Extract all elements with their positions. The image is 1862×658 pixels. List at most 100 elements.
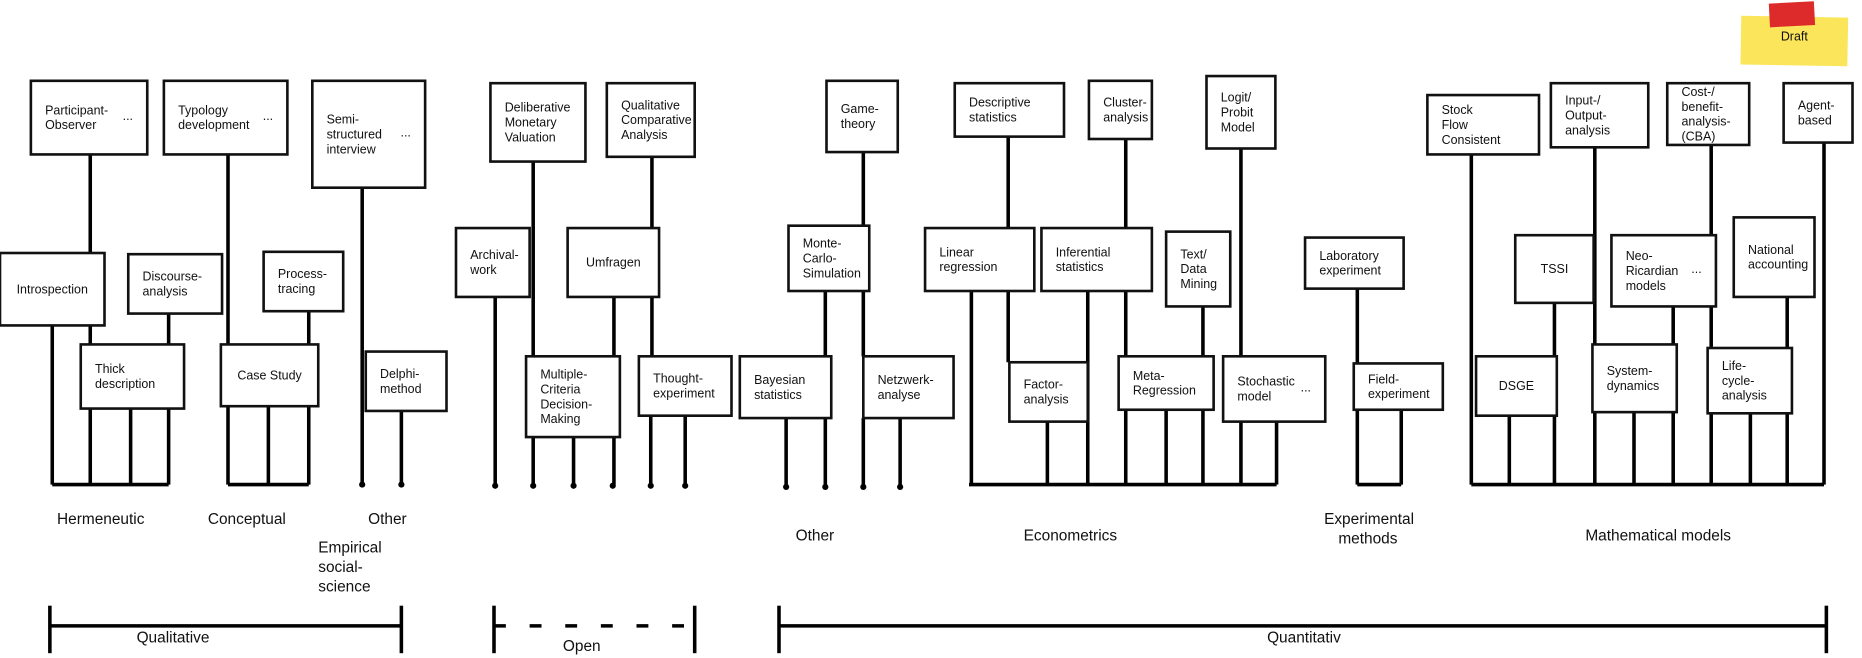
method-node-sysdyn[interactable]: System-dynamics: [1591, 343, 1679, 414]
method-box: [953, 81, 1066, 138]
method-box: [1426, 93, 1541, 156]
method-node-thought[interactable]: Thought-experiment: [637, 355, 733, 417]
ellipsis-icon[interactable]: ...: [1301, 380, 1311, 394]
method-box: [454, 226, 531, 299]
ellipsis-icon[interactable]: ...: [263, 109, 273, 123]
ellipsis-icon[interactable]: ...: [1691, 262, 1701, 276]
connector-dot: [359, 481, 366, 488]
method-node-umfragen[interactable]: Umfragen: [566, 226, 661, 299]
method-box: [29, 79, 149, 156]
method-box: [605, 81, 696, 159]
method-node-dsge[interactable]: DSGE: [1474, 355, 1559, 417]
ellipsis-icon[interactable]: ...: [400, 126, 410, 140]
connector-dot: [897, 483, 904, 491]
method-box: [0, 251, 106, 327]
method-box: [1732, 216, 1816, 299]
method-node-lifecycle[interactable]: Life-cycle-analysis: [1706, 346, 1794, 415]
method-node-tssi[interactable]: TSSI: [1513, 233, 1595, 305]
method-label: Thought-experiment: [653, 372, 715, 401]
method-label: Process-tracing: [278, 267, 327, 296]
draft-label: Draft: [1781, 29, 1809, 43]
method-label: Discourse-analysis: [143, 270, 203, 299]
ellipsis-icon[interactable]: ...: [123, 109, 133, 123]
connector-dot: [822, 483, 829, 491]
method-node-cba[interactable]: Cost-/benefit-analysis-(CBA): [1665, 81, 1751, 147]
group-label-conceptual: Conceptual: [208, 511, 286, 528]
method-label: Cost-/benefit-analysis-(CBA): [1682, 85, 1731, 144]
method-node-delphi[interactable]: Delphi-method: [364, 350, 448, 413]
span-open: Open: [492, 605, 697, 655]
method-box: [1303, 236, 1405, 290]
method-box: [1782, 81, 1854, 144]
method-node-field[interactable]: Field-experiment: [1352, 362, 1445, 412]
connector-dot: [398, 481, 405, 488]
method-label: System-dynamics: [1607, 364, 1660, 393]
method-box: [1040, 226, 1154, 293]
method-node-io[interactable]: Input-/Output-analysis: [1549, 81, 1650, 149]
method-box: [1610, 233, 1718, 308]
method-label: Introspection: [17, 282, 88, 296]
connector-dot: [682, 482, 689, 489]
method-box: [1474, 355, 1559, 417]
method-node-introspection[interactable]: Introspection: [0, 251, 106, 327]
method-node-factor[interactable]: Factor-analysis: [1008, 360, 1090, 423]
method-node-netzwerk[interactable]: Netzwerk-analyse: [862, 355, 955, 420]
method-label: Cluster-analysis: [1103, 96, 1148, 125]
method-label: Umfragen: [586, 256, 641, 270]
method-node-archival[interactable]: Archival-work: [454, 226, 531, 299]
draft-sticky-note[interactable]: Draft: [1740, 1, 1849, 67]
method-node-game[interactable]: Game-theory: [825, 79, 900, 154]
method-node-participant[interactable]: Participant-Observer...: [29, 79, 149, 156]
method-box: [862, 355, 955, 420]
method-node-agent[interactable]: Agent-based: [1782, 81, 1854, 144]
method-node-discourse[interactable]: Discourse-analysis: [126, 252, 224, 315]
method-label: Monte-Carlo-Simulation: [803, 237, 861, 281]
connector-dot: [530, 482, 537, 489]
method-node-process[interactable]: Process-tracing: [262, 250, 345, 313]
group-label-mathematical: Mathematical models: [1585, 527, 1731, 544]
method-box: [1513, 233, 1595, 305]
method-box: [825, 79, 900, 154]
method-box: [364, 350, 448, 413]
method-label: Delphi-method: [380, 367, 422, 396]
method-node-cluster[interactable]: Cluster-analysis: [1087, 79, 1154, 141]
connector-dot: [783, 483, 790, 491]
connector-dot: [647, 482, 654, 489]
method-node-meta[interactable]: Meta-Regression: [1117, 355, 1215, 412]
method-box: [566, 226, 661, 299]
method-node-casestudy[interactable]: Case Study: [219, 343, 320, 408]
method-box: [1591, 343, 1679, 414]
method-node-montecarlo[interactable]: Monte-Carlo-Simulation: [787, 224, 871, 293]
